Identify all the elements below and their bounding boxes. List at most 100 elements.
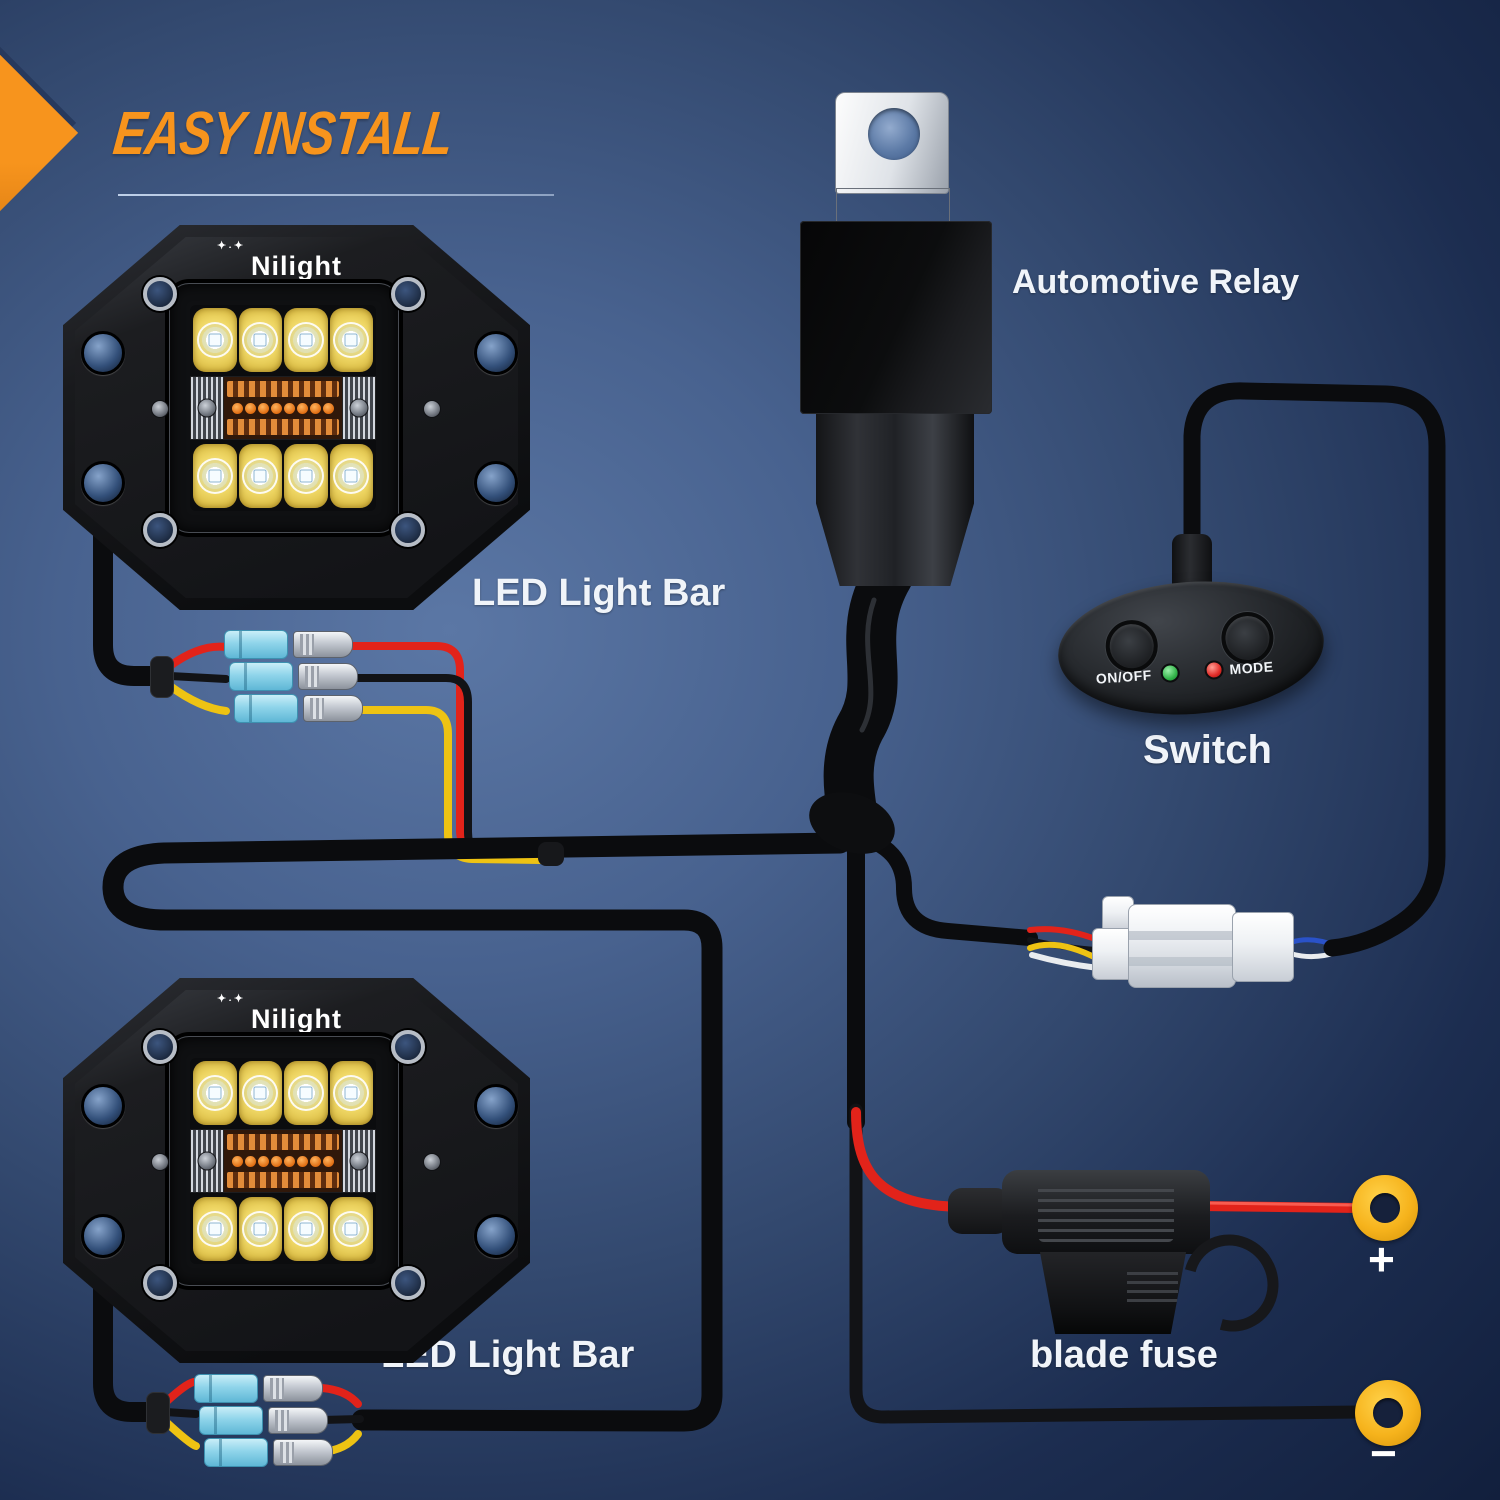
amber-dot-icon	[284, 1155, 295, 1167]
screw-hole-icon	[391, 513, 425, 547]
lightbar1-yellow-wire-in	[166, 682, 230, 715]
amber-center	[224, 1130, 342, 1192]
lightbar-lens	[190, 305, 376, 511]
connector-right-shell	[1232, 912, 1294, 982]
spade-connector-cyan	[229, 662, 293, 691]
harness-splice-wrap	[538, 842, 564, 866]
harness-connector	[1092, 896, 1294, 996]
amber-center	[224, 377, 342, 439]
fuse-out-red-wire	[1195, 1201, 1363, 1213]
amber-dot-icon	[323, 402, 334, 414]
bracket-hole-icon	[868, 108, 920, 160]
amber-dot-icon	[323, 1155, 334, 1167]
on-off-button[interactable]	[1103, 618, 1160, 674]
lightbar2-black-wire-in	[162, 1408, 200, 1418]
amber-dot-icon	[258, 1155, 269, 1167]
mount-hole-icon	[474, 1214, 518, 1258]
mount-hole-icon	[474, 1084, 518, 1128]
lightbar1-pigtail-cable	[93, 502, 170, 686]
mode-button[interactable]	[1219, 610, 1276, 666]
fuse-left-port	[948, 1188, 1010, 1234]
led-cell-icon	[193, 444, 237, 508]
lightbar2-pigtail-cable	[93, 1258, 166, 1422]
led-cell-icon	[238, 1197, 282, 1261]
amber-dots-row	[227, 401, 339, 415]
harness-cable	[102, 832, 851, 1432]
led-cell-icon	[284, 444, 328, 508]
amber-dot-icon	[245, 1155, 256, 1167]
positive-ring-terminal	[1352, 1175, 1418, 1241]
led-row-bottom	[190, 440, 376, 511]
relay-bracket-base	[836, 188, 950, 224]
amber-strip-bottom	[227, 419, 339, 435]
reflector-right	[342, 1130, 376, 1192]
led-cell-icon	[329, 1061, 373, 1125]
amber-dot-icon	[245, 402, 256, 414]
logo-sparkle-icon: ✦˖✦	[217, 240, 246, 252]
spade-pair	[194, 1374, 323, 1403]
led-cell-icon	[238, 1061, 282, 1125]
brand-logo: ✦˖✦Nilight	[217, 993, 342, 1034]
led-light-bar-bottom: ✦˖✦Nilight	[63, 978, 530, 1363]
on-off-label: ON/OFF	[1095, 666, 1153, 687]
negative-symbol: −	[1370, 1427, 1397, 1479]
connector-white-wire	[1029, 952, 1101, 971]
spade-pair	[224, 630, 353, 659]
reflector-right	[342, 377, 376, 439]
mode-label: MODE	[1229, 658, 1275, 678]
fuse-lower-body	[1039, 1252, 1187, 1334]
mount-hole-icon	[81, 1084, 125, 1128]
screw-hole-icon	[391, 1266, 425, 1300]
spade-terminal-metal	[303, 695, 363, 722]
lightbar2-red-wire-in	[162, 1377, 200, 1406]
spade-pair	[204, 1438, 333, 1467]
screw-hole-icon	[143, 1266, 177, 1300]
spade-terminal-metal	[293, 631, 353, 658]
spade-terminal-metal	[298, 663, 358, 690]
amber-strip-top	[227, 1134, 339, 1150]
lightbar2-red-wire-out	[318, 1384, 362, 1408]
led-cell-icon	[238, 444, 282, 508]
relay-cable-sheen	[859, 597, 877, 733]
led-cell-icon	[238, 308, 282, 372]
spade-terminal-metal	[263, 1375, 323, 1402]
connector-red-wire	[1027, 926, 1101, 943]
blade-fuse-holder	[948, 1170, 1297, 1349]
switch-label: Switch	[1143, 728, 1272, 772]
amber-dot-icon	[271, 1155, 282, 1167]
fuse-feed-red-wire	[851, 1107, 965, 1212]
lightbar2-yellow-wire-in	[162, 1418, 200, 1450]
fuse-upper-body	[1002, 1170, 1210, 1254]
mount-hole-icon	[81, 1214, 125, 1258]
spade-connector-cyan	[234, 694, 298, 723]
lightbar1-red-wire-in	[166, 642, 230, 670]
amber-strip-bottom	[227, 1172, 339, 1188]
lightbar-lens	[190, 1058, 376, 1264]
spade-connector-cyan	[199, 1406, 263, 1435]
connector-branch-cable	[850, 828, 1038, 946]
positive-symbol: +	[1368, 1233, 1395, 1285]
side-screw-icon	[151, 1153, 169, 1171]
mount-hole-icon	[81, 461, 125, 505]
cable-end-cap	[150, 656, 174, 698]
fuse-out-red-highlight	[1204, 1201, 1354, 1207]
led-cell-icon	[193, 308, 237, 372]
mount-hole-icon	[474, 331, 518, 375]
lightbar2-black-wire-out	[318, 1415, 364, 1424]
spade-terminal-metal	[273, 1439, 333, 1466]
side-screw-icon	[423, 400, 441, 418]
amber-dot-icon	[271, 402, 282, 414]
led-cell-icon	[329, 308, 373, 372]
reflector-left	[190, 377, 224, 439]
spade-connector-cyan	[204, 1438, 268, 1467]
spade-pair	[234, 694, 363, 723]
side-screw-icon	[151, 400, 169, 418]
spade-connector-cyan	[224, 630, 288, 659]
relay-body	[800, 221, 992, 414]
led-cell-icon	[284, 1197, 328, 1261]
led-cell-icon	[284, 308, 328, 372]
spade-pair	[199, 1406, 328, 1435]
relay-label: Automotive Relay	[1012, 263, 1300, 301]
led-cell-icon	[193, 1197, 237, 1261]
